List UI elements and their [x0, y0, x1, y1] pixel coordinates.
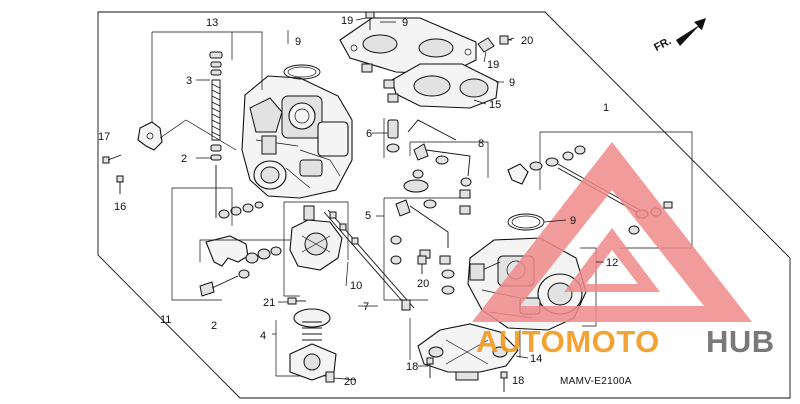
callout-20-c: 20	[344, 376, 356, 388]
callout-2-b: 2	[211, 320, 217, 332]
top-gasket-plate	[339, 17, 477, 75]
callout-labels: 13 9 3 17 16 2 2 11 19 9 20 19 9 15 6 8 …	[98, 15, 673, 388]
watermark-triangle	[472, 142, 752, 322]
callout-9-c: 9	[509, 77, 515, 89]
automotohub-watermark	[472, 142, 752, 322]
watermark-text-left: AUTOMOTO	[476, 324, 660, 359]
callout-13: 13	[206, 17, 218, 29]
callout-3: 3	[186, 75, 192, 87]
callout-6: 6	[366, 128, 372, 140]
callout-15: 15	[489, 99, 501, 111]
pin-group-9	[361, 63, 399, 103]
callout-5: 5	[365, 210, 371, 222]
callout-10: 10	[350, 280, 362, 292]
callout-1: 1	[603, 102, 609, 114]
clip-19	[477, 37, 495, 53]
drawing-code: MAMV-E2100A	[560, 376, 632, 387]
left-carburetor-body	[241, 75, 353, 199]
link-arm-2	[199, 235, 290, 297]
callout-7: 7	[363, 301, 369, 313]
front-direction-arrow	[676, 18, 706, 46]
callout-18-a: 18	[406, 361, 418, 373]
o-ring-left	[283, 64, 321, 80]
callout-12: 12	[606, 257, 618, 269]
center-top-cover	[289, 205, 343, 271]
callout-18-b: 18	[512, 375, 524, 387]
callout-19-b: 19	[487, 59, 499, 71]
screw-16	[116, 175, 124, 194]
callout-2-a: 2	[181, 153, 187, 165]
diagram-border	[97, 11, 791, 399]
callout-9-d: 9	[570, 215, 576, 227]
front-label: FR.	[652, 35, 673, 54]
sleeve-6	[386, 119, 457, 153]
callout-11: 11	[160, 314, 171, 326]
screw-17	[102, 154, 122, 164]
diaphragm-spring-4	[275, 308, 337, 383]
throttle-lever-left	[137, 119, 237, 151]
callout-19-a: 19	[341, 15, 353, 27]
needle-jet-assembly	[209, 51, 264, 219]
callout-20-a: 20	[521, 35, 533, 47]
screw-18-left	[426, 357, 434, 378]
callout-8: 8	[478, 138, 484, 150]
long-shaft-7	[323, 209, 415, 311]
linkage-rod-8	[412, 143, 472, 215]
callout-20-b: 20	[417, 278, 429, 290]
screw-21	[287, 297, 306, 305]
callout-21: 21	[263, 297, 275, 309]
leader-lines	[196, 17, 604, 381]
screw-18-right	[500, 371, 508, 392]
linkage-rod-5	[390, 179, 455, 295]
callout-17: 17	[98, 131, 110, 143]
lower-gasket-plate	[391, 63, 499, 109]
bolt-19-top	[365, 11, 375, 30]
o-ring-right	[507, 213, 545, 231]
callout-4: 4	[260, 330, 266, 342]
watermark-text-right: HUB	[706, 324, 775, 359]
callout-9-a: 9	[295, 36, 301, 48]
callout-14: 14	[530, 353, 542, 365]
callout-9-b: 9	[402, 17, 408, 29]
callout-16: 16	[114, 201, 126, 213]
bottom-bracket-14	[417, 323, 519, 381]
bolt-20-lower	[417, 255, 427, 274]
